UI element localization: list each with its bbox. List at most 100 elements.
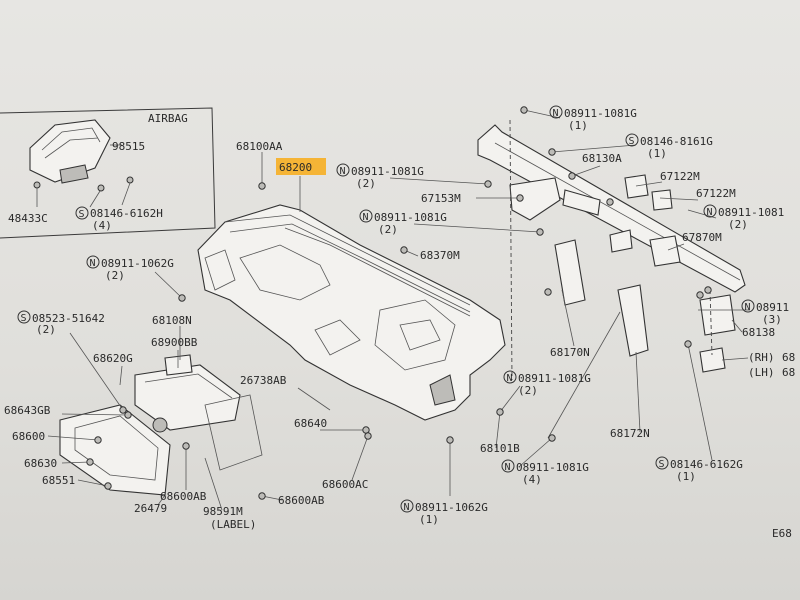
bolt-icon [704,286,712,294]
bolt-icon [104,482,112,490]
label-68551: 68551 [42,474,75,487]
svg-text:N: N [363,212,369,223]
qty-08911-1062G-a: (2) [105,269,125,282]
label-68600AB-b: 68600AB [278,494,325,507]
leader-line [351,435,369,481]
column-opening [314,319,361,356]
steering-member [477,119,746,381]
label-67122M-b: 67122M [696,187,736,200]
highlight-68200 [276,158,326,175]
airbag-bracket [59,164,89,184]
leader-line [61,461,91,464]
bolt-icon [684,340,692,348]
bolt-icon [516,194,524,202]
bracket-67122M-b [651,189,673,211]
label-68600: 68600 [12,430,45,443]
airbag-module [29,119,111,183]
bracket-67870M [649,235,681,267]
leader-line [77,479,109,487]
qty-08146-6162G: (1) [676,470,696,483]
fasteners [86,106,712,500]
label-lh: (LH) [748,366,775,379]
left-vent [204,249,236,291]
label-08911-1081-r: 08911-1081 [718,206,784,219]
label-68370M: 68370M [420,249,460,262]
bolt-icon [520,106,528,114]
svg-text:N: N [404,502,410,513]
label-68200: 68200 [279,161,312,174]
bolt-icon [258,492,266,500]
bolt-icon [126,176,134,184]
symbol-n: N [703,204,717,218]
side-bracket [699,347,726,373]
bolt-icon [536,228,544,236]
leader-line [551,144,637,153]
leader-line [561,289,575,347]
qty-08911-1062G-b: (1) [419,513,439,526]
svg-text:N: N [553,108,559,119]
leader-line [119,365,123,386]
leader-line [157,494,166,506]
bracket-68172N [617,284,649,357]
symbol-s: S [17,310,31,324]
leader-line [635,181,663,187]
label-08911-1062G-b: 08911-1062G [415,501,488,514]
label-08911-1081G-c: 08911-1081G [518,372,591,385]
leader-line [721,357,749,361]
qty-08911-1081G-d: (4) [522,473,542,486]
svg-text:N: N [707,207,713,218]
label-68108N: 68108N [152,314,192,327]
cluster-hood [239,244,331,301]
symbol-n: N [400,499,414,513]
damper-icon [152,417,168,433]
leader-line [523,109,561,119]
label-68170N: 68170N [550,346,590,359]
label-08911-r2: 08911 [756,301,789,314]
label-08523-51642: 08523-51642 [32,312,105,325]
pipe-bracket [562,189,601,216]
label-68172N: 68172N [610,427,650,440]
leader-line [519,437,553,467]
qty-08911-1081G-c: (2) [518,384,538,397]
label-68620G: 68620G [93,352,133,365]
airbag-inset: AIRBAG 98515 48433C S 08146-6162H (4) [0,107,216,239]
bolt-icon [97,184,105,192]
bolt-icon [362,426,370,434]
label-68630: 68630 [24,457,57,470]
leader-line [154,271,183,299]
leader-line [204,457,223,511]
qty-08523-51642: (2) [36,323,56,336]
label-68101B: 68101B [480,442,520,455]
label-98591M: 98591M [203,505,243,518]
symbol-n: N [336,163,350,177]
bolt-icon [364,432,372,440]
glove-box-housing [134,364,241,431]
label-68138: 68138 [742,326,775,339]
svg-text:N: N [507,373,513,384]
label-68643GB: 68643GB [4,404,51,417]
qty-08911-1081-r: (2) [728,218,748,231]
qty-08146-8161G: (1) [647,147,667,160]
label-68640: 68640 [294,417,327,430]
qty-08146-6162H: (4) [92,219,112,232]
svg-text:S: S [659,459,665,470]
bolt-icon [544,288,552,296]
label-67122M-a: 67122M [660,170,700,183]
bolt-icon [400,246,408,254]
symbol-n: N [741,299,755,313]
svg-text:S: S [629,136,635,147]
svg-text:S: S [79,209,85,220]
bolt-icon [606,198,614,206]
callout-labels: 68100AA 68200 N 08911-1081G (2) 67153M N… [4,105,795,540]
label-08911-1062G-a: 08911-1062G [101,257,174,270]
bolt-symbol-s: S [75,206,89,220]
label-08146-6162G: 08146-6162G [670,458,743,471]
bolt-icon [94,436,102,444]
label-08146-6162H: 08146-6162H [90,207,163,220]
label-08911-1081G-a: 08911-1081G [351,165,424,178]
qty-08911-1081G-b: (2) [378,223,398,236]
bolt-icon [124,411,132,419]
dashboard-panel [197,204,506,421]
bracket-68170N [554,239,586,306]
svg-text:N: N [505,462,511,473]
